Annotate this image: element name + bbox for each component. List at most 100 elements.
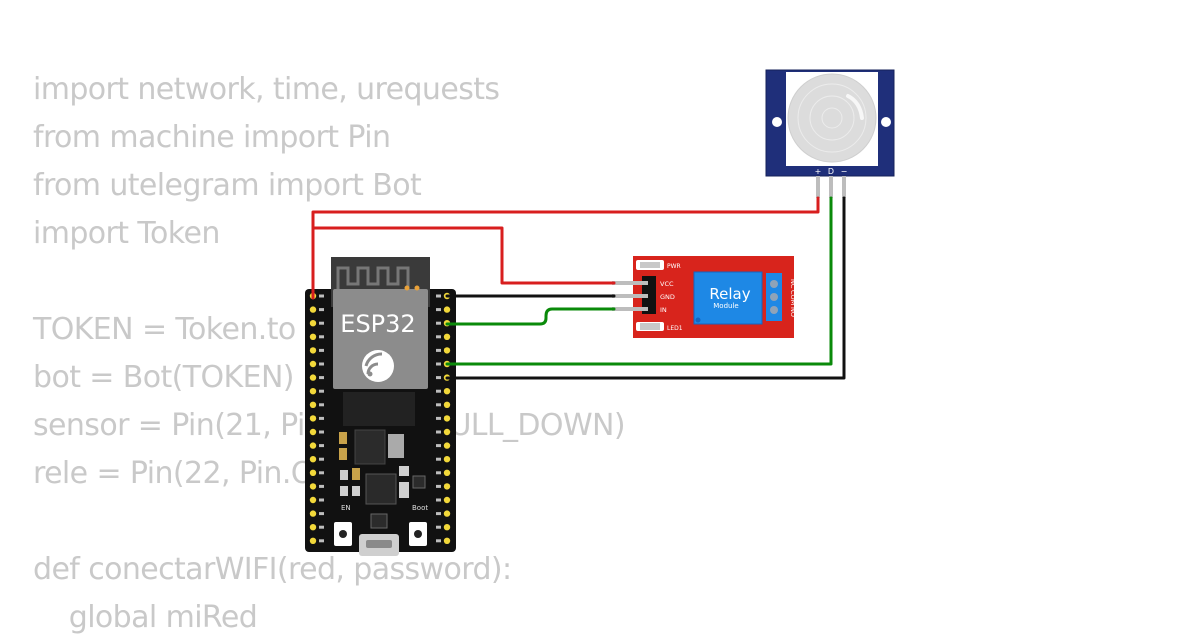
relay-pin[interactable] bbox=[612, 294, 648, 298]
pin-label-mark bbox=[436, 416, 441, 420]
header-pin[interactable] bbox=[309, 428, 317, 436]
relay-title: Relay bbox=[709, 285, 750, 303]
header-pin[interactable] bbox=[309, 306, 317, 313]
pin-label-mark bbox=[319, 525, 324, 529]
code-line: from utelegram import Bot bbox=[33, 168, 422, 203]
header-pin[interactable] bbox=[443, 442, 451, 449]
pin-label-mark bbox=[319, 430, 324, 434]
header-pin[interactable] bbox=[443, 428, 451, 436]
relay-pin-header bbox=[642, 276, 656, 314]
pin-label-mark bbox=[319, 403, 324, 407]
pin-label-mark bbox=[319, 335, 324, 339]
wire-relay-in bbox=[445, 307, 616, 326]
wires bbox=[311, 196, 846, 380]
header-pin[interactable] bbox=[443, 415, 451, 422]
relay-led-label: LED1 bbox=[667, 325, 683, 332]
esp32-shield bbox=[333, 289, 428, 389]
pin-label-mark bbox=[319, 444, 324, 448]
pin-label-mark bbox=[436, 362, 441, 366]
pir-dome bbox=[787, 73, 877, 163]
pin-label-mark bbox=[436, 389, 441, 393]
code-line: import Token bbox=[33, 216, 220, 251]
relay-block bbox=[693, 271, 763, 325]
pin-label-mark bbox=[436, 294, 441, 298]
relay-pwr-label: PWR bbox=[667, 263, 681, 270]
pin-label-mark bbox=[436, 471, 441, 475]
pin-label-mark bbox=[436, 484, 441, 488]
pir-pin[interactable] bbox=[829, 176, 833, 198]
pin-label-mark bbox=[319, 512, 324, 516]
header-pin[interactable] bbox=[443, 496, 451, 504]
pir-pin-label: − bbox=[841, 167, 848, 176]
pin-label-mark bbox=[319, 498, 324, 502]
pin-label-mark bbox=[436, 512, 441, 516]
pir-pin[interactable] bbox=[816, 176, 820, 198]
header-pin[interactable] bbox=[309, 537, 317, 544]
header-pin[interactable] bbox=[309, 347, 317, 354]
header-pin[interactable] bbox=[443, 306, 451, 313]
header-pin[interactable] bbox=[443, 401, 451, 408]
pir-pin-label: + bbox=[815, 167, 822, 176]
header-pin[interactable] bbox=[309, 320, 317, 327]
pin-label-mark bbox=[436, 498, 441, 502]
relay-pin[interactable] bbox=[612, 307, 648, 311]
header-pin[interactable] bbox=[309, 510, 317, 517]
header-pin[interactable] bbox=[309, 388, 317, 395]
pin-label-mark bbox=[436, 430, 441, 434]
pin-label-mark bbox=[319, 484, 324, 488]
pin-label-mark bbox=[319, 348, 324, 352]
header-pin[interactable] bbox=[309, 360, 317, 368]
header-pin[interactable] bbox=[309, 374, 317, 381]
pin-label-mark bbox=[319, 471, 324, 475]
pin-label-mark bbox=[319, 321, 324, 325]
esp32-boot-label: Boot bbox=[412, 504, 428, 512]
wire-pir-gnd bbox=[445, 196, 846, 380]
relay-pin[interactable] bbox=[612, 281, 648, 285]
header-pin[interactable] bbox=[309, 469, 317, 476]
mounting-hole-icon bbox=[881, 117, 891, 127]
header-pin[interactable] bbox=[443, 347, 451, 354]
code-line: bot = Bot(TOKEN) bbox=[33, 360, 294, 395]
header-pin[interactable] bbox=[309, 496, 317, 504]
header-pin[interactable] bbox=[443, 469, 451, 476]
pin-label-mark bbox=[436, 457, 441, 461]
relay-pin-label: IN bbox=[660, 306, 667, 314]
header-pin[interactable] bbox=[309, 333, 317, 340]
code-line: TOKEN = Token.to bbox=[33, 312, 296, 347]
pir-sensor[interactable]: + D − bbox=[765, 69, 895, 198]
header-pin[interactable] bbox=[443, 510, 451, 517]
esp32-right-header[interactable] bbox=[436, 292, 451, 544]
wire-pir-data bbox=[445, 196, 833, 366]
relay-module[interactable]: PWR VCC GND IN LED1 Relay Module NC COM … bbox=[612, 256, 797, 338]
relay-subtitle: Module bbox=[713, 302, 738, 310]
header-pin[interactable] bbox=[309, 524, 317, 531]
pin-label-mark bbox=[436, 308, 441, 312]
espressif-logo-icon bbox=[362, 350, 394, 382]
header-pin[interactable] bbox=[443, 537, 451, 544]
header-pin[interactable] bbox=[309, 401, 317, 408]
pin-label-mark bbox=[319, 457, 324, 461]
header-pin[interactable] bbox=[309, 483, 317, 490]
header-pin[interactable] bbox=[309, 442, 317, 449]
code-line: import network, time, urequests bbox=[33, 72, 500, 107]
wire-relay-vcc bbox=[311, 226, 616, 300]
header-pin[interactable] bbox=[443, 388, 451, 395]
code-line: def conectarWIFI(red, password): bbox=[33, 552, 512, 587]
pin-label-mark bbox=[436, 321, 441, 325]
header-pin[interactable] bbox=[443, 524, 451, 531]
header-pin[interactable] bbox=[309, 456, 317, 463]
header-pin[interactable] bbox=[309, 415, 317, 422]
header-pin[interactable] bbox=[443, 483, 451, 490]
pin-label-mark bbox=[436, 348, 441, 352]
header-pin[interactable] bbox=[443, 456, 451, 463]
pin-label-mark bbox=[319, 362, 324, 366]
pin-label-mark bbox=[436, 444, 441, 448]
relay-pin-label: VCC bbox=[660, 280, 674, 288]
header-pin[interactable] bbox=[443, 333, 451, 340]
relay-terminal-label: COM bbox=[789, 290, 797, 305]
esp32-board[interactable]: ESP32 EN Boot bbox=[305, 257, 456, 556]
pin-label-mark bbox=[319, 308, 324, 312]
pir-pin[interactable] bbox=[842, 176, 846, 198]
